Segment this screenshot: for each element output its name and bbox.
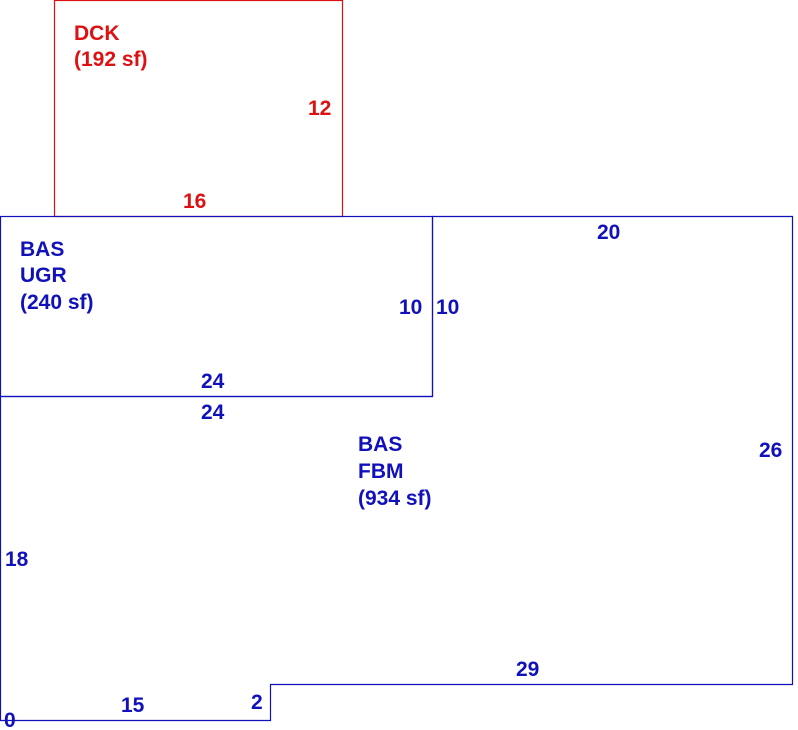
- dck-area-size: (192 sf): [74, 48, 148, 71]
- bas-fbm-area-code: BAS: [358, 433, 402, 456]
- bas-fbm-dimension-left-inner: 10: [436, 296, 459, 319]
- bas-ugr-area-size: (240 sf): [20, 291, 94, 314]
- bas-fbm-dimension-right: 26: [759, 439, 782, 462]
- dck-area-name: DCK: [74, 22, 120, 45]
- bas-ugr-dimension-right: 10: [399, 296, 422, 319]
- bas-fbm-area-name: FBM: [358, 460, 404, 483]
- bas-fbm-dimension-top: 20: [597, 221, 620, 244]
- bas-fbm-dimension-left: 18: [5, 548, 29, 571]
- bas-ugr-area-name: UGR: [20, 264, 67, 287]
- bas-fbm-dimension-top-inner: 24: [201, 401, 225, 424]
- bas-fbm-dimension-corner: 0: [4, 709, 16, 730]
- bas-fbm-dimension-bottom-left: 15: [121, 694, 145, 717]
- bas-fbm-dimension-bottom-right: 29: [516, 658, 539, 681]
- dck-dimension-side: 12: [308, 97, 331, 120]
- bas-ugr-area-code: BAS: [20, 238, 64, 261]
- bas-fbm-area-size: (934 sf): [358, 487, 432, 510]
- bas-fbm-dimension-step: 2: [251, 691, 263, 714]
- bas-ugr-dimension-bottom: 24: [201, 370, 225, 393]
- dck-dimension-bottom: 16: [183, 190, 206, 213]
- bas-fbm-outline: [0, 215, 794, 722]
